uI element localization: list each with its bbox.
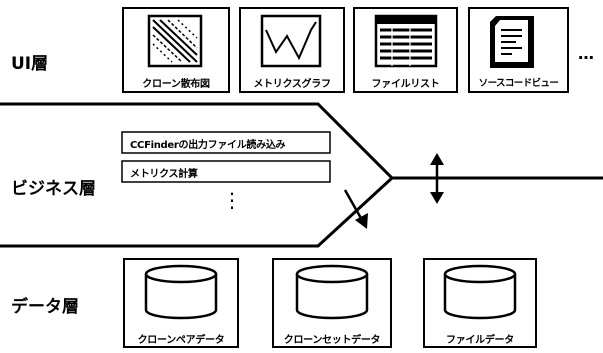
diagonal-arrow-icon (343, 189, 368, 229)
database-cylinder-icon (144, 264, 218, 320)
data-layer-label: データ層 (11, 297, 79, 317)
business-layer-boundary-bottom (0, 176, 394, 248)
business-item-box-metrics (121, 160, 331, 183)
document-icon (490, 16, 534, 68)
business-item-metrics-label: メトリクス計算 (130, 169, 198, 180)
double-arrow-icon (430, 153, 444, 204)
ui-view-label-scatter: クローン散布図 (142, 79, 210, 90)
ui-view-label-metrics-graph: メトリクスグラフ (253, 79, 331, 90)
ui-layer-label: UI層 (11, 54, 49, 74)
business-layer-boundary-top (0, 102, 603, 180)
ui-view-label-source-view: ソースコードビュー (478, 78, 559, 89)
data-store-label-clone-set: クローンセットデータ (283, 335, 381, 346)
business-more-ellipsis: ⋮ (222, 188, 242, 212)
scatter-plot-icon (147, 14, 203, 68)
line-graph-icon (260, 14, 322, 68)
business-item-box-read (121, 131, 331, 154)
data-store-label-clone-pair: クローンペアデータ (137, 335, 225, 346)
business-layer-label: ビジネス層 (11, 179, 96, 199)
data-store-label-file: ファイルデータ (446, 335, 514, 346)
table-list-icon (374, 14, 438, 68)
database-cylinder-icon (443, 264, 517, 320)
business-item-read-label: CCFinderの出力ファイル読み込み (130, 140, 286, 151)
ui-more-ellipsis: … (578, 44, 594, 63)
database-cylinder-icon (295, 264, 369, 320)
ui-view-label-file-list: ファイルリスト (371, 79, 440, 90)
